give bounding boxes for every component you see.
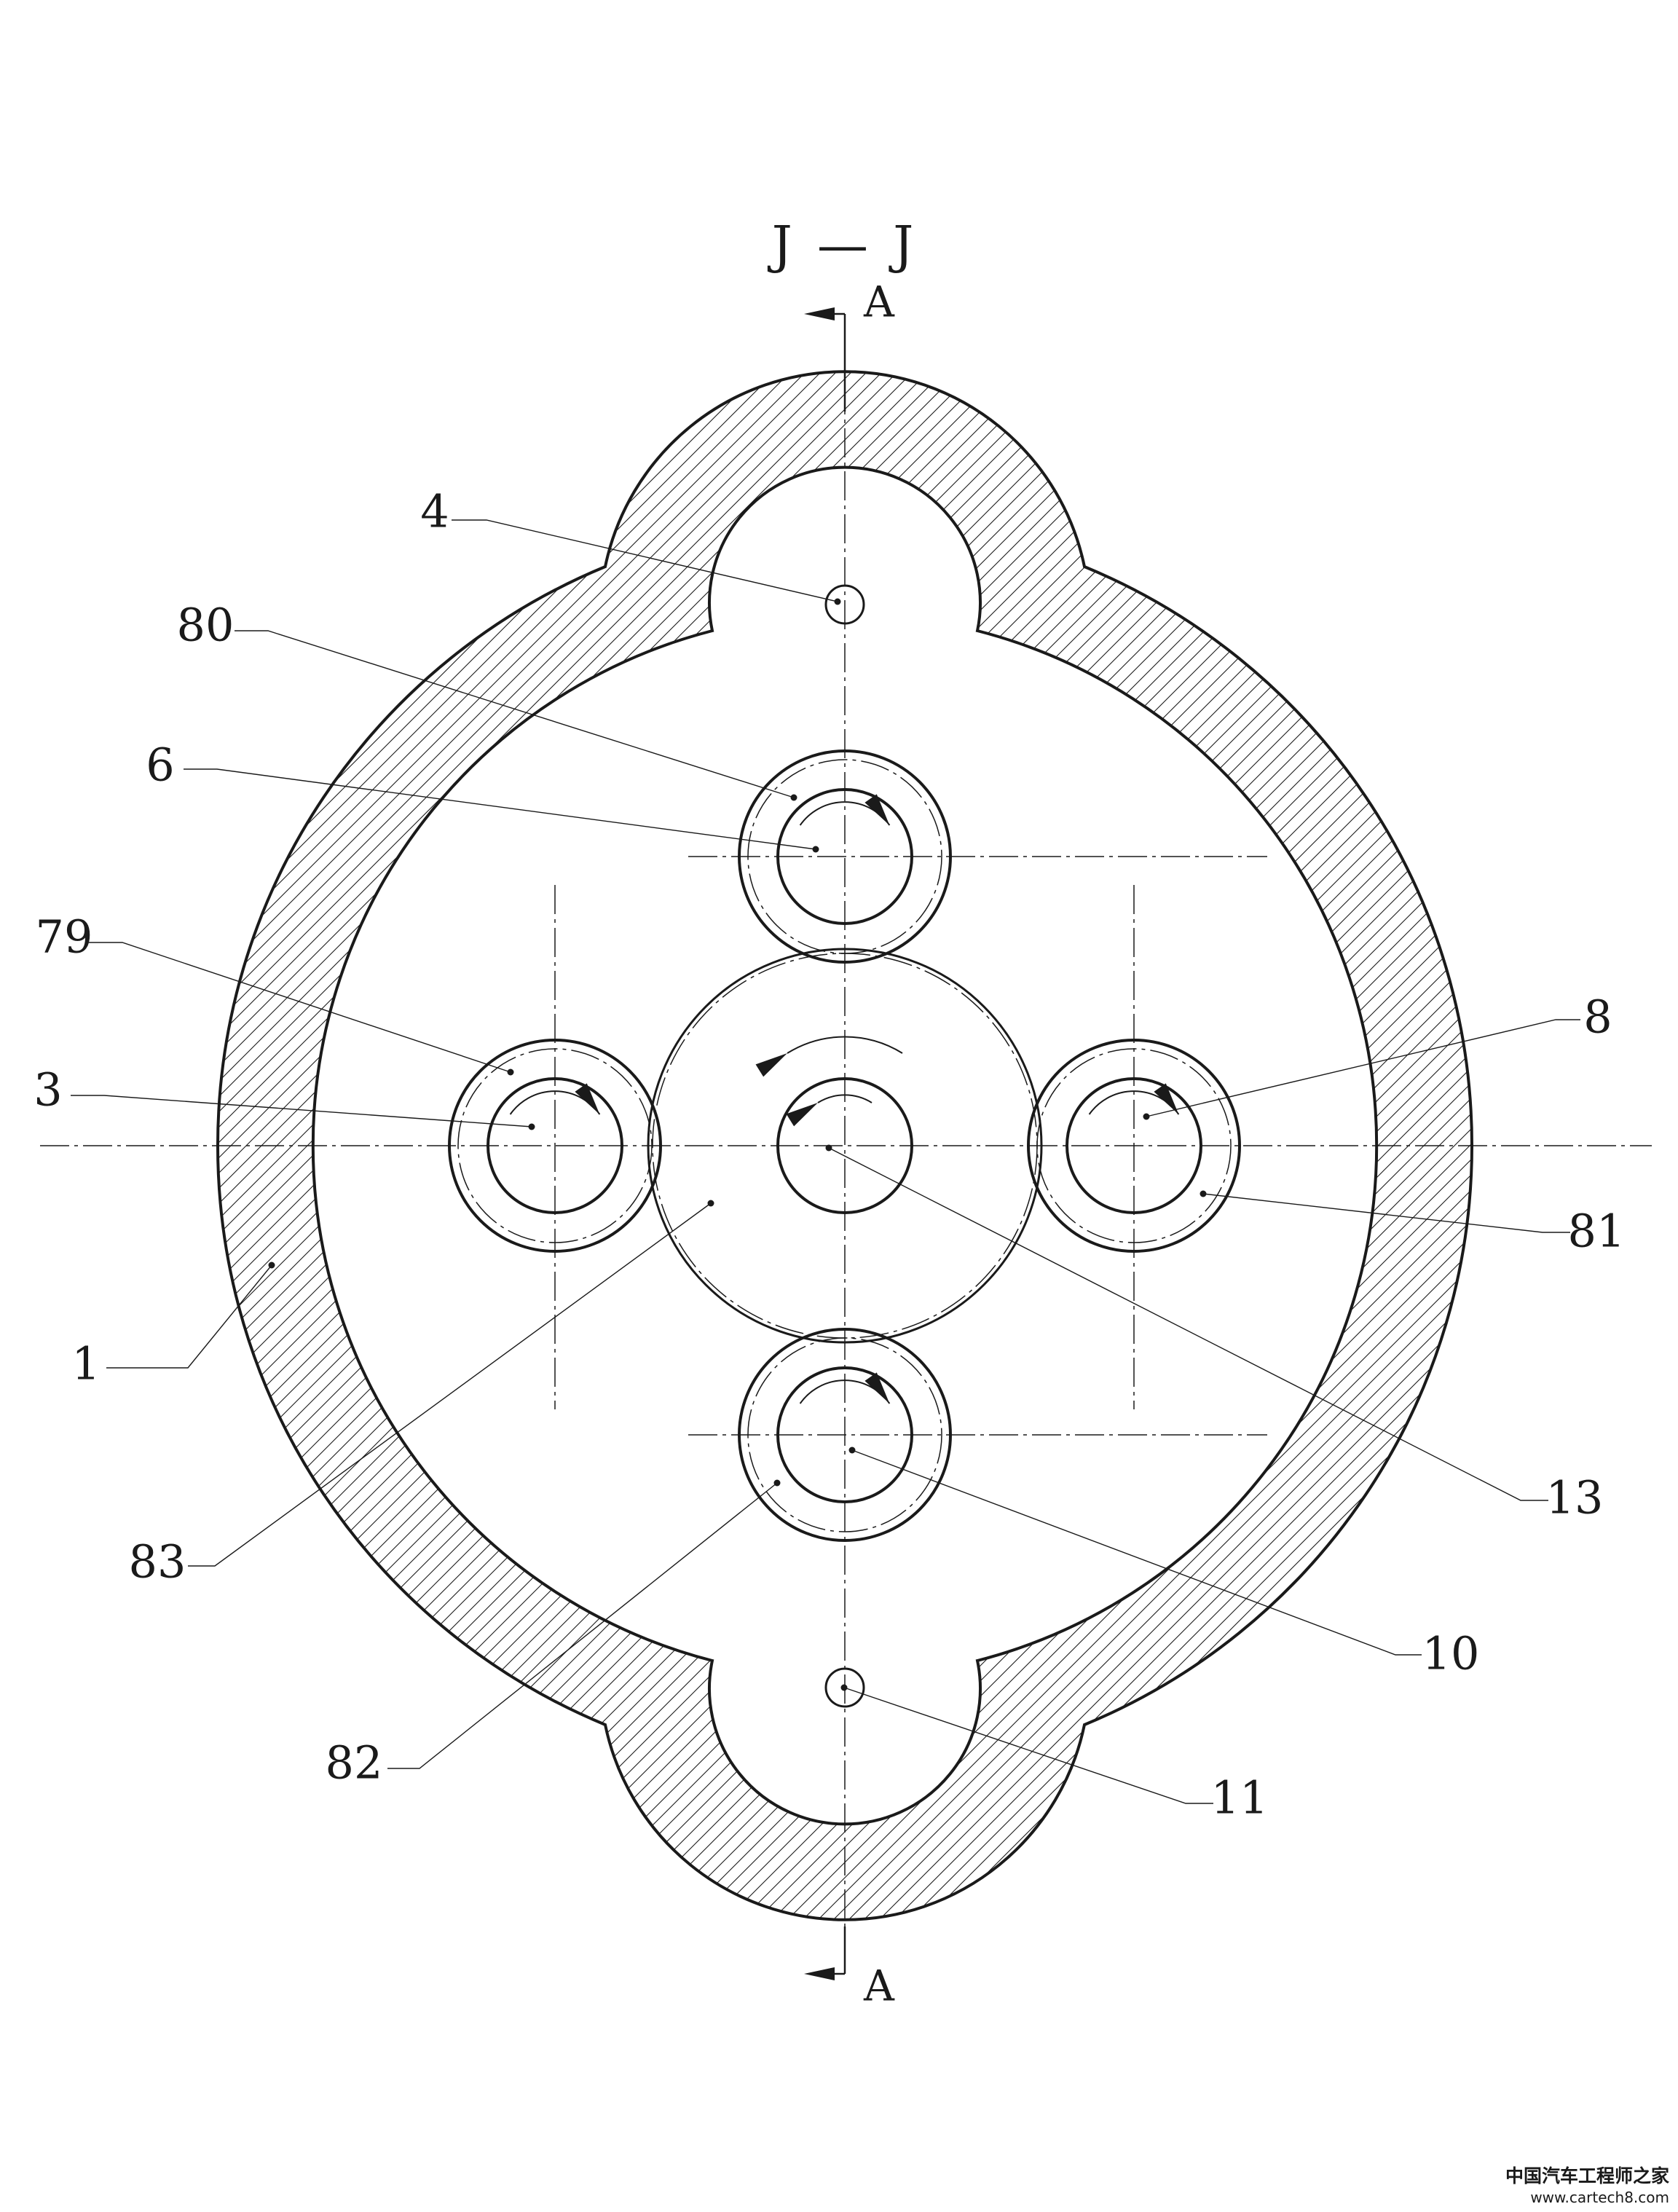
leader-lines-layer xyxy=(71,519,1580,1804)
section-arrowhead-bottom xyxy=(804,1967,835,1980)
leader-dot-8 xyxy=(1143,1113,1150,1120)
leader-line-83 xyxy=(188,1203,712,1567)
left-satellite-pitch-circle xyxy=(457,1048,653,1243)
watermark: 中国汽车工程师之家 www.cartech8.com xyxy=(1505,2165,1669,2206)
right-satellite-bore-circle xyxy=(1066,1077,1202,1214)
right-satellite-outer-circle xyxy=(1027,1039,1241,1253)
section-letter-top: A xyxy=(863,277,895,326)
left-satellite-bore-circle xyxy=(487,1077,623,1214)
gear-circles xyxy=(448,584,1241,1708)
left-satellite-outer-circle xyxy=(448,1039,662,1253)
sun-rotation-arrowhead-outer xyxy=(755,1053,787,1077)
leader-dot-79 xyxy=(507,1068,514,1076)
top-satellite-pitch-circle xyxy=(747,759,942,954)
part-label-83: 83 xyxy=(129,1535,186,1589)
right-satellite-arrowhead xyxy=(1154,1083,1179,1114)
leader-dot-10 xyxy=(848,1447,856,1454)
leader-line-13 xyxy=(828,1147,1548,1501)
leader-dot-4 xyxy=(834,598,841,605)
bottom-satellite-pitch-circle xyxy=(747,1337,942,1532)
leader-dot-82 xyxy=(773,1479,781,1487)
part-label-13: 13 xyxy=(1546,1471,1604,1524)
leader-dot-1 xyxy=(268,1262,275,1269)
watermark-site-url: www.cartech8.com xyxy=(1530,2189,1669,2206)
housing-ring-section xyxy=(216,370,1474,1921)
top-satellite-arrowhead xyxy=(864,794,890,825)
right-satellite-pitch-circle xyxy=(1036,1048,1232,1243)
part-label-6: 6 xyxy=(146,739,174,792)
section-marks xyxy=(804,307,846,1980)
top-lobe-hole xyxy=(824,584,865,625)
part-label-3: 3 xyxy=(34,1063,62,1117)
part-label-4: 4 xyxy=(420,485,449,538)
part-label-8: 8 xyxy=(1583,991,1612,1044)
leader-dot-81 xyxy=(1200,1190,1207,1197)
leader-dot-13 xyxy=(825,1144,832,1152)
leader-dot-3 xyxy=(528,1123,535,1130)
leader-dot-11 xyxy=(840,1684,848,1691)
drawing-title: J — J xyxy=(768,216,918,275)
rotation-arrows xyxy=(509,794,1180,1404)
watermark-site-name: 中国汽车工程师之家 xyxy=(1505,2165,1669,2187)
bottom-lobe-hole xyxy=(824,1667,865,1708)
leader-line-1 xyxy=(106,1264,272,1369)
part-label-82: 82 xyxy=(326,1736,383,1790)
leader-line-11 xyxy=(843,1687,1213,1804)
leader-line-6 xyxy=(184,768,816,850)
leader-line-3 xyxy=(71,1095,532,1127)
left-satellite-arrowhead xyxy=(575,1083,600,1114)
part-label-80: 80 xyxy=(177,599,235,652)
leader-line-4 xyxy=(452,519,838,602)
leader-dot-83 xyxy=(707,1200,714,1207)
bottom-satellite-bore-circle xyxy=(776,1366,913,1503)
top-satellite-outer-circle xyxy=(738,749,952,964)
section-arrowhead-top xyxy=(804,307,835,320)
leader-line-82 xyxy=(387,1482,778,1769)
sun-rotation-arc-inner xyxy=(817,1094,873,1103)
part-label-79: 79 xyxy=(36,910,93,964)
part-label-10: 10 xyxy=(1422,1627,1480,1680)
leader-line-79 xyxy=(89,942,511,1073)
top-satellite-bore-circle xyxy=(776,788,913,925)
leader-line-8 xyxy=(1146,1019,1580,1117)
sun-gear-bore-circle xyxy=(776,1077,913,1214)
leader-line-81 xyxy=(1202,1193,1570,1233)
bottom-satellite-outer-circle xyxy=(738,1328,952,1542)
part-label-11: 11 xyxy=(1211,1771,1269,1825)
part-label-1: 1 xyxy=(71,1337,100,1390)
sun-gear-outer-circle xyxy=(647,948,1043,1344)
leader-dot-6 xyxy=(812,846,819,853)
part-label-81: 81 xyxy=(1568,1205,1626,1258)
sun-rotation-arrowhead-inner xyxy=(786,1103,818,1127)
part-labels-layer: 4 80 6 79 3 1 83 82 8 81 13 10 11 xyxy=(34,485,1625,1825)
sun-rotation-arc-outer xyxy=(787,1036,903,1054)
section-letter-bottom: A xyxy=(863,1961,895,2010)
leader-dot-80 xyxy=(790,794,797,801)
bottom-satellite-arrowhead xyxy=(864,1372,890,1404)
leader-line-10 xyxy=(851,1449,1422,1656)
leader-line-80 xyxy=(235,630,795,798)
